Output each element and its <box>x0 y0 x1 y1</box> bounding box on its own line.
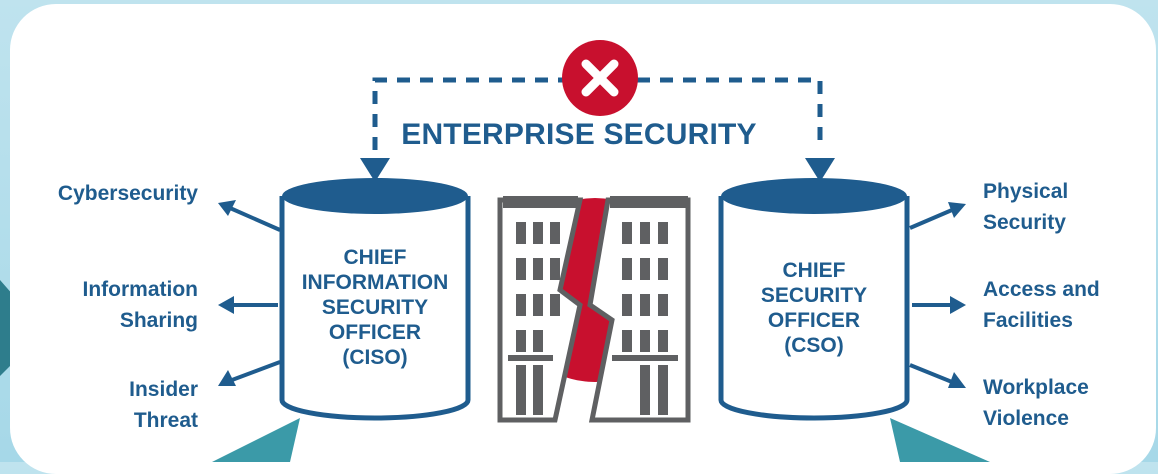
cso-cylinder <box>718 178 910 421</box>
ciso-cylinder <box>279 178 471 421</box>
diagram-canvas <box>212 40 990 462</box>
cso-label: CHIEF SECURITY OFFICER (CSO) <box>760 259 868 357</box>
bottom-left-teal-shape <box>212 418 300 462</box>
diagram-title: ENTERPRISE SECURITY <box>401 118 757 151</box>
right-item-physical-security: Physical Security <box>983 180 1069 234</box>
building-icon <box>497 196 691 423</box>
left-item-insider-threat: Insider Threat <box>129 378 198 432</box>
right-item-workplace-violence: Workplace Violence <box>983 376 1089 430</box>
left-arrows <box>218 200 281 386</box>
cross-icon <box>562 40 638 116</box>
left-item-information-sharing: Information Sharing <box>82 278 199 332</box>
dashed-connector <box>360 77 835 182</box>
ciso-label: CHIEF INFORMATION SECURITY OFFICER (CISO… <box>301 246 449 369</box>
left-item-cybersecurity: Cybersecurity <box>57 182 198 205</box>
right-item-access-and-facilities: Access and Facilities <box>983 278 1100 332</box>
bottom-right-teal-shape <box>890 418 990 462</box>
right-arrows <box>909 202 966 388</box>
